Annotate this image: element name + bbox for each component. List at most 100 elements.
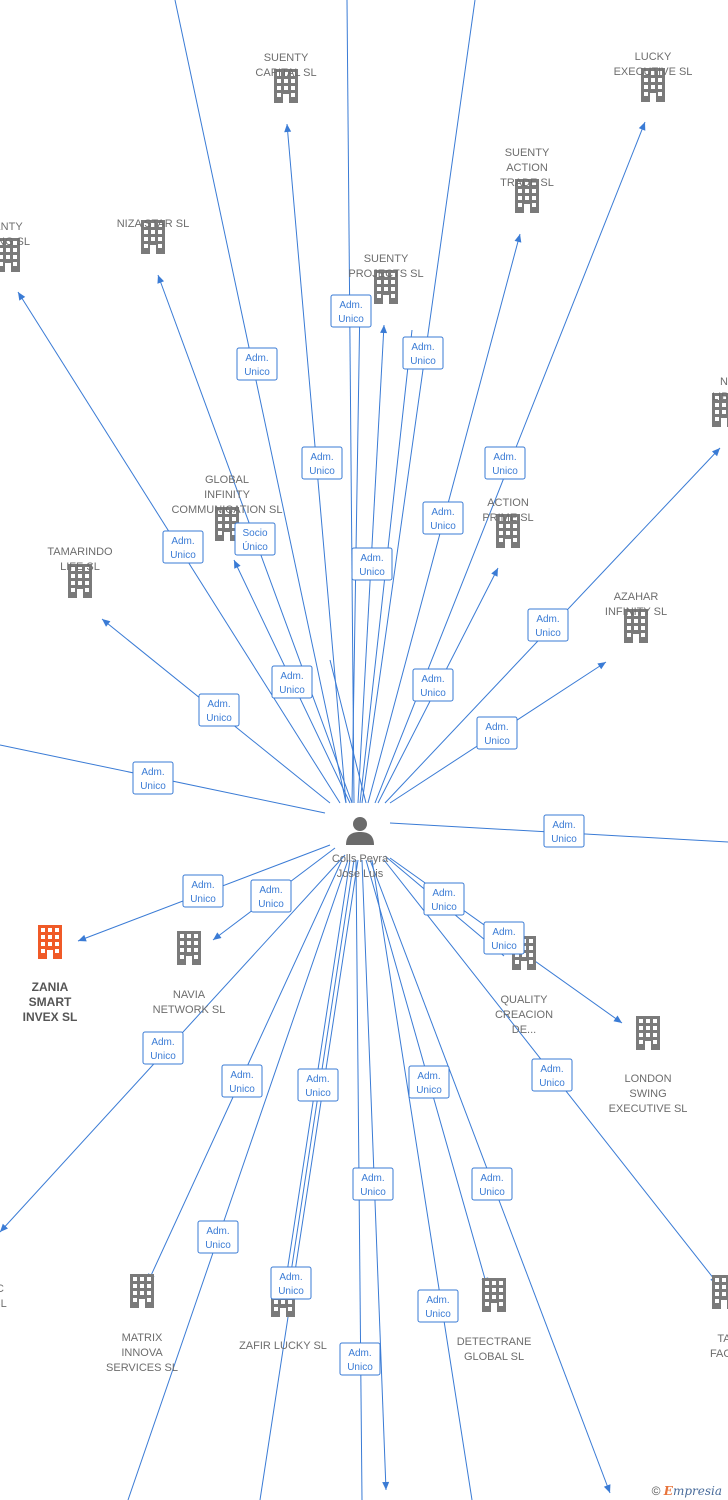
edge-label-10[interactable]: Adm.Unico bbox=[198, 693, 240, 727]
edge-label-19[interactable]: Adm.Unico bbox=[221, 1064, 263, 1098]
edge-label-type: Unico bbox=[492, 466, 518, 477]
company-label-line: DING SL bbox=[0, 236, 30, 248]
edge-label-16[interactable]: Adm. Unico bbox=[483, 921, 525, 955]
edge-label-2[interactable]: Adm.Unico bbox=[162, 530, 204, 564]
edge-arrow-6 bbox=[711, 448, 720, 457]
edge-label-box bbox=[402, 336, 444, 370]
company-label-line: INFINITY SL bbox=[605, 606, 667, 618]
company-label-line: FACT bbox=[710, 1348, 728, 1360]
edge-label-26[interactable]: Adm.Unico bbox=[417, 1289, 459, 1323]
edge-label-1[interactable]: Adm.Unico bbox=[236, 347, 278, 381]
company-label-line: SUENTY bbox=[505, 147, 550, 159]
edge-label-27[interactable]: Adm.Unico bbox=[339, 1342, 381, 1376]
edge-label-20[interactable]: Adm.Unico bbox=[297, 1068, 339, 1102]
company-node-suenty-holding[interactable]: ENTYDING SL bbox=[0, 221, 30, 272]
edge-label-13[interactable]: Adm.Unico bbox=[182, 874, 224, 908]
edge-label-box bbox=[250, 879, 292, 913]
edge-label-role: Adm. bbox=[492, 927, 515, 938]
empresia-logo[interactable]: Empresia bbox=[663, 1484, 722, 1498]
edge-label-12[interactable]: Adm.Unico bbox=[543, 814, 585, 848]
edge-label-type: Único bbox=[242, 540, 268, 553]
edge-arrow-22 bbox=[382, 1481, 390, 1490]
edge-label-28[interactable]: Adm.Unico bbox=[330, 294, 372, 328]
edge-label-3[interactable]: Adm.Unico bbox=[351, 547, 393, 581]
edge-label-6[interactable]: Adm.Unico bbox=[527, 608, 569, 642]
edge-label-type: Unico bbox=[206, 713, 232, 724]
edge-label-box bbox=[198, 693, 240, 727]
edge-label-14[interactable]: Adm.Unico bbox=[250, 879, 292, 913]
company-node-c-sl[interactable]: CSL bbox=[0, 1283, 7, 1310]
edge-label-24[interactable]: Adm.Unico bbox=[197, 1220, 239, 1254]
edge-label-role: Adm. bbox=[361, 1173, 384, 1184]
edge-label-5[interactable]: Adm.Unico bbox=[484, 446, 526, 480]
company-node-ta-fact[interactable]: TAFACT bbox=[710, 1275, 728, 1360]
edge-label-role: Adm. bbox=[245, 353, 268, 364]
edge-label-0[interactable]: Adm.Unico bbox=[301, 446, 343, 480]
edge-label-box bbox=[132, 761, 174, 795]
edge-arrow-8 bbox=[597, 662, 606, 670]
edge-line-24 bbox=[127, 859, 349, 1500]
edge-label-box bbox=[483, 921, 525, 955]
edge-label-box bbox=[417, 1289, 459, 1323]
edge-label-11[interactable]: Adm.Unico bbox=[132, 761, 174, 795]
edge-label-type: Unico bbox=[491, 941, 517, 952]
company-node-zafir-lucky[interactable]: ZAFIR LUCKY SL bbox=[239, 1283, 327, 1352]
edge-label-box bbox=[236, 347, 278, 381]
edge-label-17[interactable]: Adm.Unico bbox=[531, 1058, 573, 1092]
edge-label-role: Adm. bbox=[348, 1348, 371, 1359]
company-node-n-liber[interactable]: NLIBE bbox=[712, 376, 728, 427]
edge-arrow-3 bbox=[380, 325, 388, 334]
edge-label-role: Adm. bbox=[230, 1070, 253, 1081]
company-label-line: SUENTY bbox=[364, 253, 409, 265]
edge-arrow-4 bbox=[514, 234, 522, 243]
copyright-notice: © Empresia bbox=[649, 1484, 724, 1498]
edge-label-8[interactable]: Adm.Unico bbox=[476, 716, 518, 750]
edge-label-type: Unico bbox=[551, 834, 577, 845]
edge-label-4[interactable]: Adm.Unico bbox=[422, 501, 464, 535]
edge-label-23[interactable]: Adm.Unico bbox=[471, 1167, 513, 1201]
edge-label-box bbox=[270, 1266, 312, 1300]
company-label-line: DE... bbox=[512, 1024, 536, 1036]
edge-label-25[interactable]: Adm.Unico bbox=[270, 1266, 312, 1300]
company-node-niza-star[interactable]: NIZA STAR SL bbox=[117, 218, 190, 254]
building-icon bbox=[177, 931, 201, 965]
edge-label-box bbox=[408, 1065, 450, 1099]
company-node-quality-creacion[interactable]: QUALITYCREACIONDE... bbox=[495, 936, 553, 1036]
edge-label-role: Adm. bbox=[536, 614, 559, 625]
edge-label-21[interactable]: Adm.Unico bbox=[408, 1065, 450, 1099]
edge-label-box bbox=[423, 882, 465, 916]
edge-label-type: Unico bbox=[205, 1240, 231, 1251]
edge-label-18[interactable]: Adm.Unico bbox=[142, 1031, 184, 1065]
company-label-line: PRIME SL bbox=[482, 512, 533, 524]
edge-label-7[interactable]: Adm.Unico bbox=[412, 668, 454, 702]
edge-label-type: Unico bbox=[150, 1051, 176, 1062]
edge-label-box bbox=[527, 608, 569, 642]
edge-label-29[interactable]: Adm.Unico bbox=[402, 336, 444, 370]
building-icon bbox=[130, 1274, 154, 1308]
company-label-line: EXECUTIVE SL bbox=[609, 1103, 688, 1115]
edge-label-30[interactable]: Adm.Unico bbox=[271, 665, 313, 699]
company-label-line: GLOBAL bbox=[205, 474, 249, 486]
company-label-line: LIFE SL bbox=[60, 561, 100, 573]
edge-label-22[interactable]: Adm.Unico bbox=[352, 1167, 394, 1201]
company-label-line: C bbox=[0, 1283, 4, 1295]
edge-label-role: Adm. bbox=[279, 1272, 302, 1283]
edge-label-15[interactable]: Adm.Unico bbox=[423, 882, 465, 916]
edge-label-type: Unico bbox=[430, 521, 456, 532]
building-icon bbox=[712, 1275, 728, 1309]
